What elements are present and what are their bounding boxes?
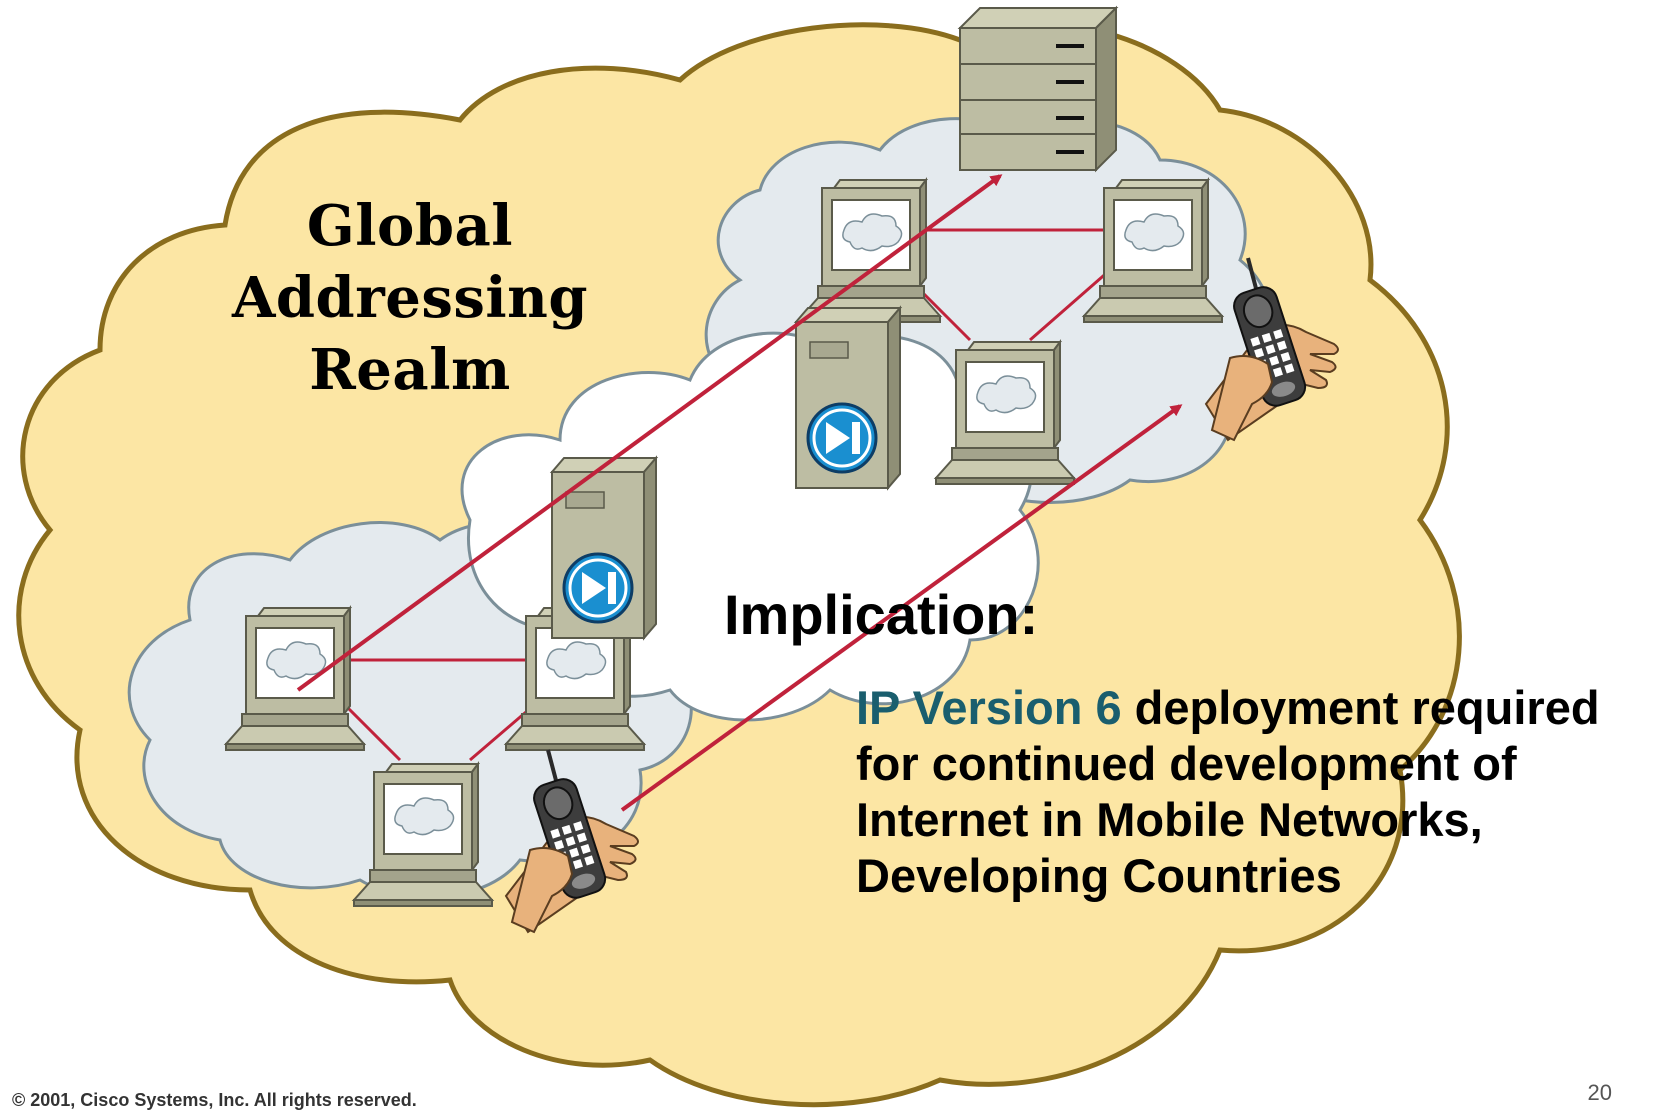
end-to-end-arrow-workstation-to-server	[296, 174, 1003, 692]
implication-heading: Implication:	[724, 583, 1039, 646]
workstation-icon	[353, 763, 493, 907]
workstation-icon	[225, 607, 365, 751]
implication-body: IP Version 6 deployment required for con…	[856, 680, 1646, 904]
nat-gateway-icon	[794, 306, 902, 490]
workstation-icon	[1083, 179, 1223, 323]
realm-title: Global Addressing Realm	[230, 190, 590, 406]
workstation-icon	[801, 179, 941, 323]
slide-number: 20	[1587, 1080, 1612, 1105]
nat-gateway-icon	[550, 456, 658, 640]
link-right-c	[1029, 268, 1111, 342]
implication-text: deployment required for continued develo…	[856, 681, 1600, 902]
realm-title-line-3: Realm	[309, 337, 511, 403]
ipv6-highlight: IP Version 6	[856, 681, 1122, 734]
server-rack-icon	[957, 5, 1119, 173]
end-to-end-arrow-phone-to-phone	[620, 404, 1183, 812]
link-left-b	[338, 698, 402, 762]
realm-title-line-2: Addressing	[231, 265, 589, 331]
copyright-notice: © 2001, Cisco Systems, Inc. All rights r…	[12, 1090, 417, 1110]
realm-title-line-1: Global	[306, 193, 514, 259]
workstation-icon	[935, 341, 1075, 485]
